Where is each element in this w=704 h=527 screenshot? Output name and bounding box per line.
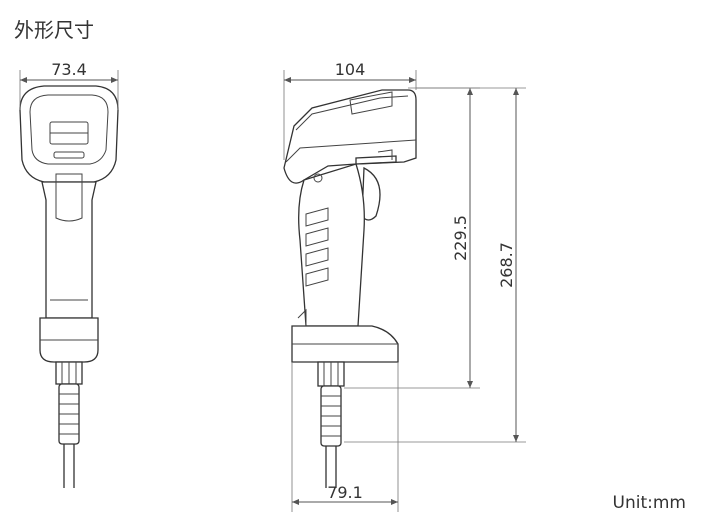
page-title: 外形尺寸 bbox=[14, 18, 94, 42]
front-width-label: 73.4 bbox=[51, 60, 87, 79]
height-body-label: 229.5 bbox=[451, 215, 470, 261]
side-width-label: 104 bbox=[335, 60, 366, 79]
side-view-scanner bbox=[283, 89, 417, 488]
base-width-label: 79.1 bbox=[327, 483, 363, 502]
unit-label: Unit:mm bbox=[612, 493, 686, 513]
front-view-scanner bbox=[19, 85, 119, 488]
height-total-label: 268.7 bbox=[497, 242, 516, 288]
